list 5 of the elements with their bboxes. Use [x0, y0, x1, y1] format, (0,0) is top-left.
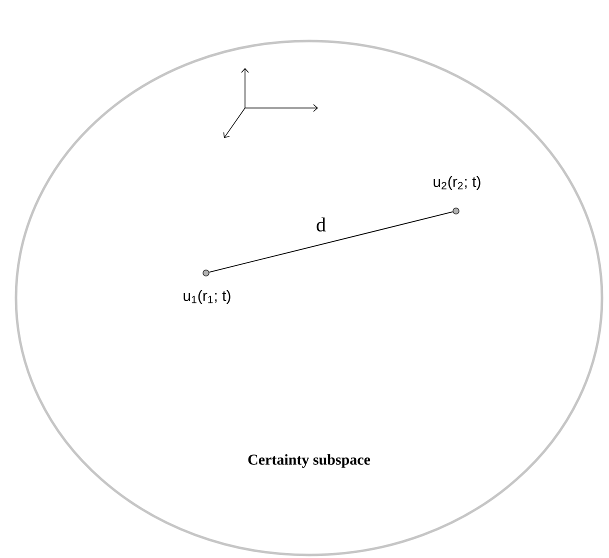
- point-label: u$_{1}$(r$_{1}$; t): [184, 290, 230, 304]
- region-label: Certainty subspace: [248, 454, 370, 468]
- point-label: u$_{2}$(r$_{2}$; t): [434, 176, 480, 190]
- line: [208, 211, 454, 273]
- edge-label: d: [315, 216, 327, 233]
